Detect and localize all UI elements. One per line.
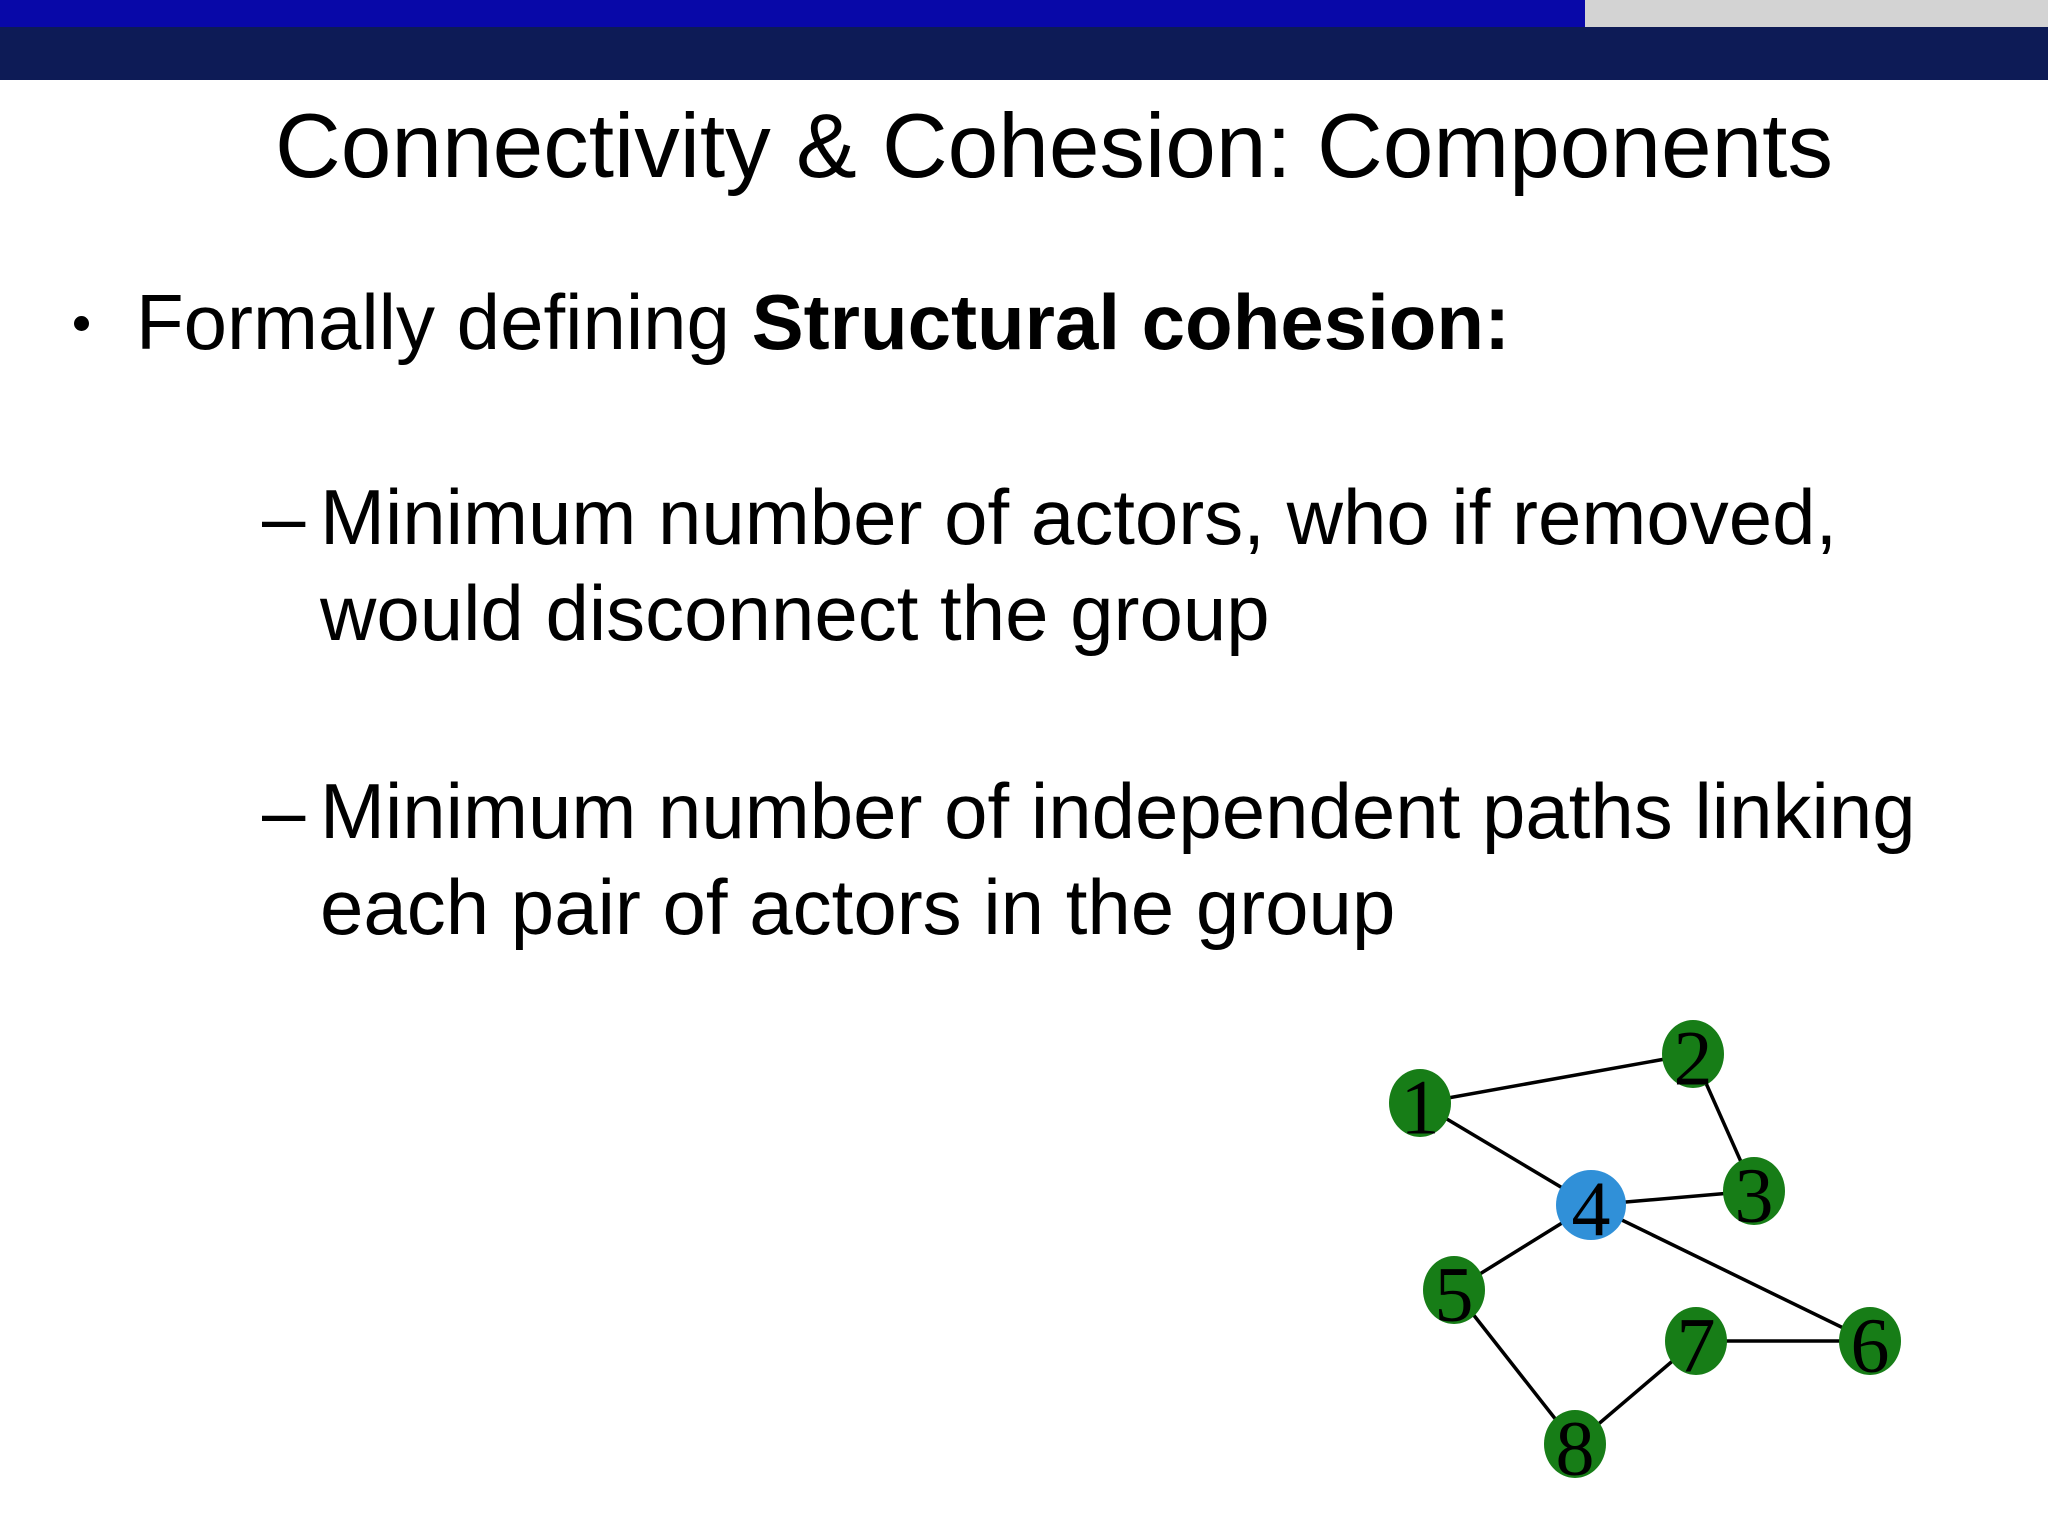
slide-title: Connectivity & Cohesion: Components (275, 96, 1833, 197)
graph-node-label-6: 6 (1851, 1302, 1890, 1389)
graph-node-label-7: 7 (1677, 1302, 1716, 1389)
graph-node-label-2: 2 (1674, 1015, 1713, 1102)
sub-bullet-text-line: each pair of actors in the group (320, 863, 1396, 951)
dash-marker: – (262, 473, 306, 561)
graph-node-label-8: 8 (1556, 1405, 1595, 1492)
sub-bullet-text-line: Minimum number of actors, who if removed… (320, 473, 1838, 561)
bullet-text-bold: Structural cohesion: (751, 278, 1511, 366)
graph-node-8 (1544, 1410, 1606, 1478)
dash-marker: – (262, 767, 306, 855)
graph-edge-1-2 (1419, 1052, 1694, 1105)
graph-node-label-4: 4 (1572, 1166, 1611, 1253)
sub-bullet-2-text: Minimum number of independent paths link… (320, 763, 1916, 955)
graph-node-1 (1389, 1069, 1451, 1137)
graph-node-5 (1423, 1256, 1485, 1324)
graph-node-label-1: 1 (1401, 1064, 1440, 1151)
graph-node-4 (1556, 1170, 1626, 1240)
graph-node-3 (1723, 1157, 1785, 1225)
sub-bullet-2: – Minimum number of independent paths li… (262, 763, 1916, 955)
sub-bullet-1: – Minimum number of actors, who if remov… (262, 469, 1837, 661)
corner-gray-box (1585, 0, 2048, 27)
graph-edge-4-6 (1590, 1203, 1871, 1343)
bullet-text: Formally defining Structural cohesion: (136, 274, 1510, 370)
navy-band (0, 27, 2048, 80)
bullet-text-regular: Formally defining (136, 278, 752, 366)
graph-node-label-5: 5 (1435, 1251, 1474, 1338)
sub-bullet-1-text: Minimum number of actors, who if removed… (320, 469, 1837, 661)
sub-bullet-text-line: Minimum number of independent paths link… (320, 767, 1916, 855)
graph-node-6 (1839, 1307, 1901, 1375)
sub-bullet-text-line: would disconnect the group (320, 569, 1270, 657)
graph-node-7 (1665, 1307, 1727, 1375)
bullet-dot-icon (74, 316, 89, 331)
graph-node-2 (1662, 1020, 1724, 1088)
graph-node-label-3: 3 (1735, 1152, 1774, 1239)
